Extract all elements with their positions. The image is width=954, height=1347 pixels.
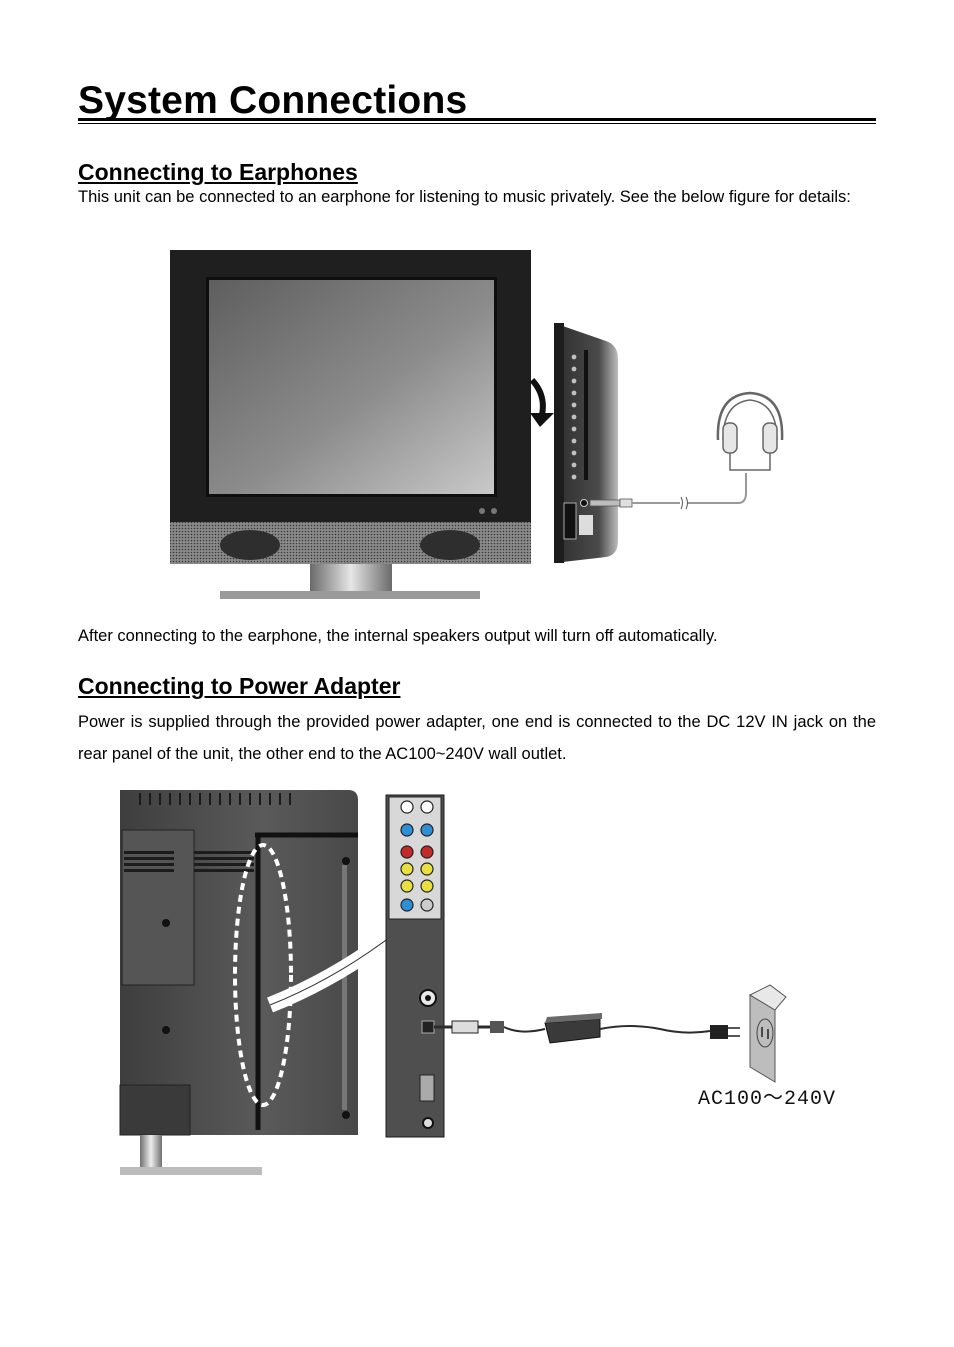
section-heading-power-adapter: Connecting to Power Adapter: [78, 673, 401, 699]
title-rule-thin: [78, 123, 876, 124]
tv-front-illustration: [170, 250, 531, 599]
av-panel-illustration: [385, 794, 445, 1138]
outlet-voltage-label: AC100～240V: [698, 1088, 836, 1111]
page-title: System Connections: [78, 79, 468, 122]
earphones-note-paragraph: After connecting to the earphone, the in…: [78, 627, 718, 645]
tv-rear-illustration: [119, 790, 358, 1175]
earphone-connection-figure: [170, 250, 784, 599]
section-heading-earphones: Connecting to Earphones: [78, 159, 358, 185]
earphones-intro-paragraph: This unit can be connected to an earphon…: [78, 188, 851, 206]
power-adapter-connection-figure: AC100～240V: [119, 790, 836, 1175]
title-rule: [78, 118, 876, 121]
power-adapter-paragraph: Power is supplied through the provided p…: [78, 713, 876, 763]
side-panel-illustration: [554, 323, 618, 563]
headphones-illustration: [716, 391, 784, 471]
wall-outlet-illustration: [748, 984, 787, 1083]
